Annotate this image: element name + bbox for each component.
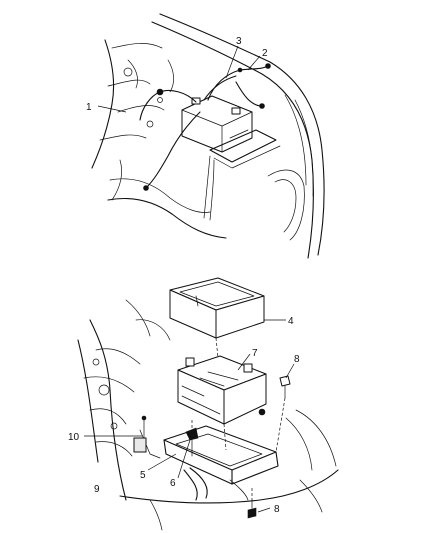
top-leader-lines	[97, 45, 261, 113]
battery-cables	[139, 63, 271, 221]
upper-engine-bay-view	[91, 13, 325, 259]
callout-labels: 1 2 3 4 5 6 7 8 8 9 10	[68, 36, 300, 515]
lower-body-structure	[77, 299, 339, 531]
callout-7: 7	[252, 348, 258, 359]
assembly-guide-lines	[191, 337, 286, 500]
callout-6: 6	[170, 478, 176, 489]
callout-2: 2	[262, 48, 268, 59]
callout-9: 9	[94, 484, 100, 495]
lower-exploded-view	[77, 277, 339, 531]
battery-insulator-cover	[169, 277, 265, 339]
fender-outline	[151, 13, 325, 259]
bottom-leader-lines	[84, 319, 295, 513]
callout-8-upper: 8	[294, 354, 300, 365]
callout-4: 4	[288, 316, 294, 327]
callout-8-lower: 8	[274, 504, 280, 515]
cable-clamp-lower	[183, 467, 249, 501]
callout-10: 10	[68, 432, 80, 443]
callout-3: 3	[236, 36, 242, 47]
battery-tray	[133, 425, 279, 485]
fasteners	[141, 375, 291, 519]
inner-fender-structure	[91, 39, 227, 239]
battery-assembly-top	[181, 95, 281, 169]
callout-1: 1	[86, 102, 92, 113]
battery	[177, 355, 267, 425]
callout-5: 5	[140, 470, 146, 481]
